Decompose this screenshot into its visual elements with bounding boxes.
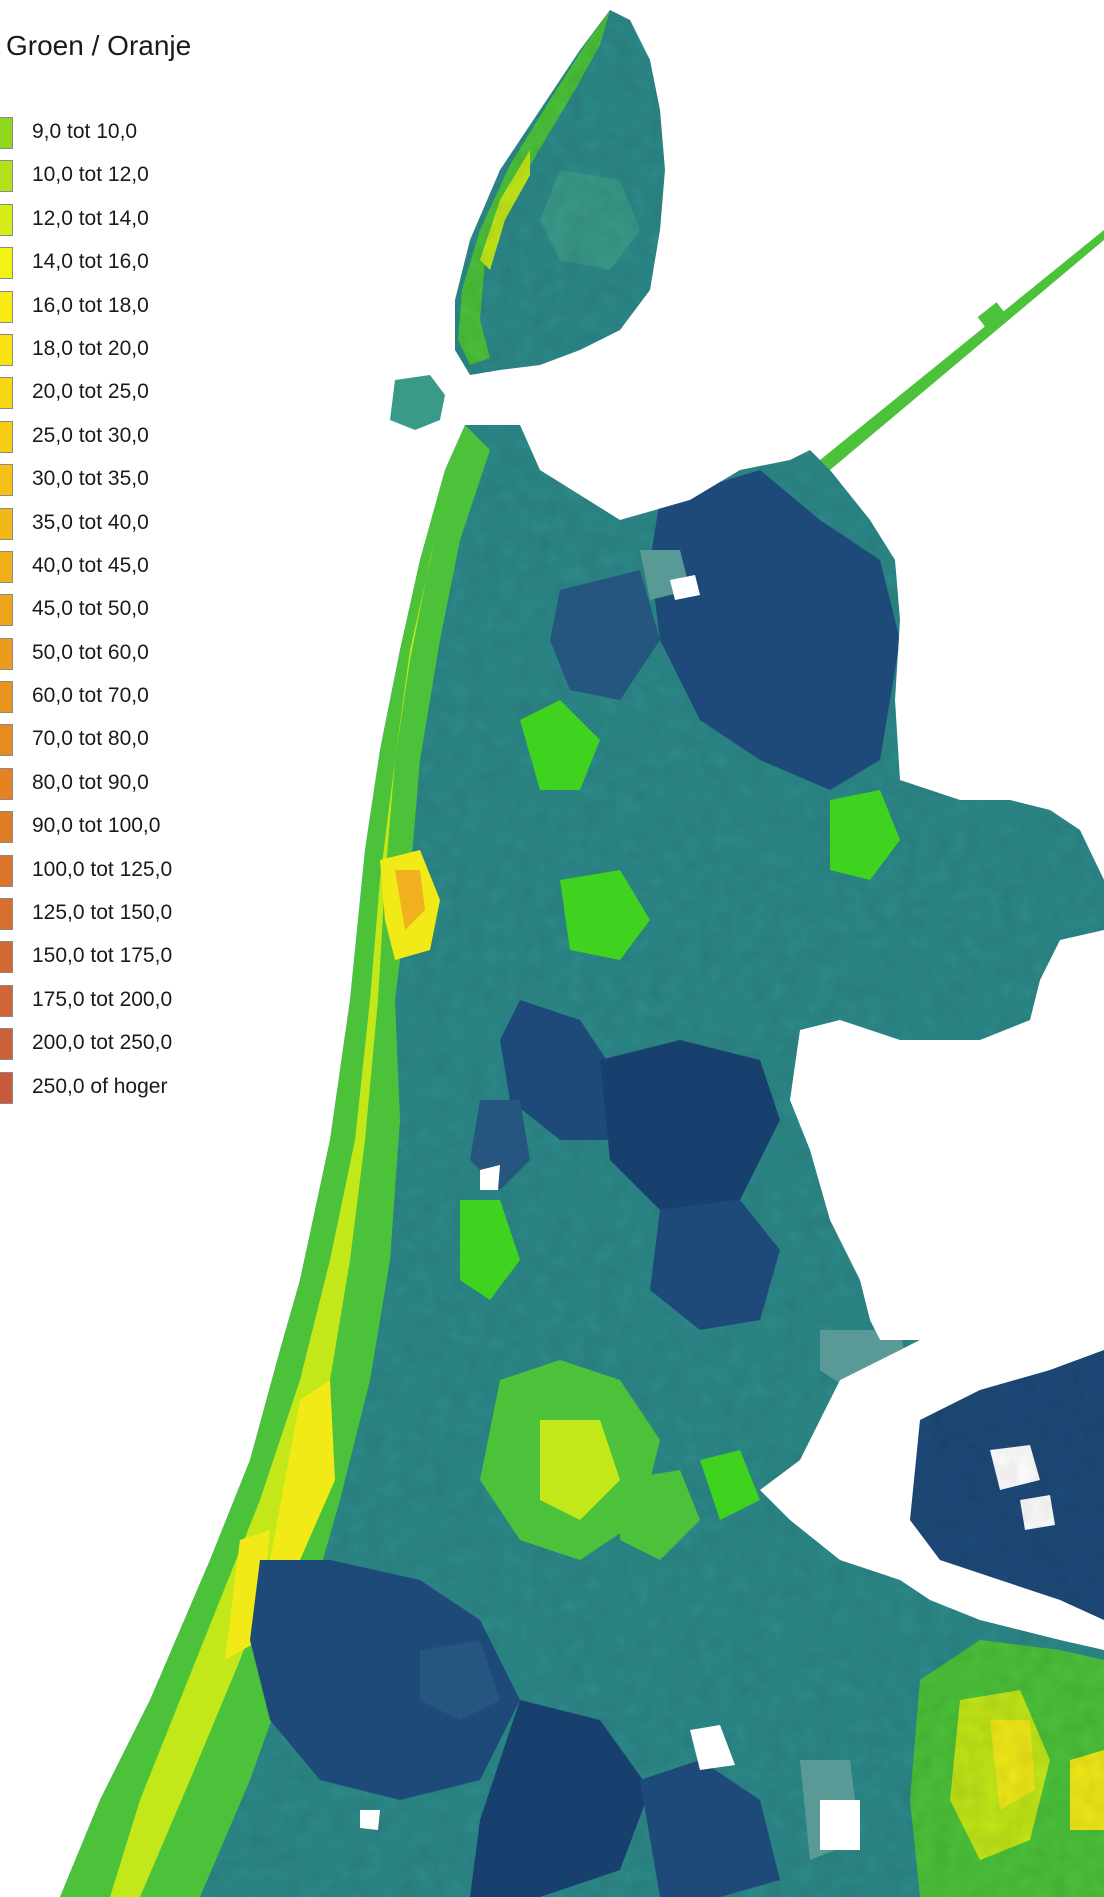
legend-item: 175,0 tot 200,0 bbox=[0, 980, 200, 1023]
legend-swatch bbox=[0, 1028, 13, 1061]
legend-swatch bbox=[0, 247, 13, 280]
legend-item: 40,0 tot 45,0 bbox=[0, 546, 200, 589]
eastern-land bbox=[910, 1350, 1104, 1897]
legend-label: 100,0 tot 125,0 bbox=[32, 857, 173, 881]
legend-label: 14,0 tot 16,0 bbox=[32, 250, 149, 274]
legend-item: 12,0 tot 14,0 bbox=[0, 199, 200, 242]
legend-item: 50,0 tot 60,0 bbox=[0, 633, 200, 676]
legend-label: 60,0 tot 70,0 bbox=[32, 684, 149, 708]
legend-label: 16,0 tot 18,0 bbox=[32, 293, 149, 317]
legend-item: 60,0 tot 70,0 bbox=[0, 676, 200, 719]
legend-label: 35,0 tot 40,0 bbox=[32, 510, 149, 534]
legend-label: 90,0 tot 100,0 bbox=[32, 814, 161, 838]
legend-swatch bbox=[0, 984, 13, 1017]
legend-item: 45,0 tot 50,0 bbox=[0, 589, 200, 632]
legend-label: 175,0 tot 200,0 bbox=[32, 987, 173, 1011]
legend-swatch bbox=[0, 464, 13, 497]
legend-item: 200,0 tot 250,0 bbox=[0, 1023, 200, 1066]
legend-title: Groen / Oranje bbox=[6, 30, 192, 61]
legend-label: 20,0 tot 25,0 bbox=[32, 380, 149, 404]
island-texel bbox=[455, 10, 665, 375]
legend-label: 12,0 tot 14,0 bbox=[32, 206, 149, 230]
legend-label: 50,0 tot 60,0 bbox=[32, 640, 149, 664]
legend-label: 200,0 tot 250,0 bbox=[32, 1031, 173, 1055]
legend-label: 40,0 tot 45,0 bbox=[32, 553, 149, 577]
legend-item: 150,0 tot 175,0 bbox=[0, 936, 200, 979]
legend-item: 14,0 tot 16,0 bbox=[0, 242, 200, 285]
legend-swatch bbox=[0, 1071, 13, 1104]
legend-swatch bbox=[0, 724, 13, 757]
legend-swatch bbox=[0, 811, 13, 844]
legend-item: 125,0 tot 150,0 bbox=[0, 893, 200, 936]
legend-swatch bbox=[0, 898, 13, 931]
legend-swatch bbox=[0, 767, 13, 800]
legend-swatch bbox=[0, 160, 13, 193]
legend-swatch bbox=[0, 854, 13, 887]
legend-item: 100,0 tot 125,0 bbox=[0, 850, 200, 893]
legend-label: 150,0 tot 175,0 bbox=[32, 944, 173, 968]
legend-item: 16,0 tot 18,0 bbox=[0, 286, 200, 329]
legend-item: 80,0 tot 90,0 bbox=[0, 763, 200, 806]
legend-swatch bbox=[0, 117, 13, 149]
legend-swatch bbox=[0, 290, 13, 323]
legend-item: 10,0 tot 12,0 bbox=[0, 155, 200, 198]
legend-item: 70,0 tot 80,0 bbox=[0, 719, 200, 762]
legend-label: 125,0 tot 150,0 bbox=[32, 901, 173, 925]
legend-item: 9,0 tot 10,0 bbox=[0, 112, 200, 155]
legend-swatch bbox=[0, 507, 13, 540]
legend-item: 35,0 tot 40,0 bbox=[0, 503, 200, 546]
legend-swatch bbox=[0, 594, 13, 627]
legend-label: 70,0 tot 80,0 bbox=[32, 727, 149, 751]
legend-item: 18,0 tot 20,0 bbox=[0, 329, 200, 372]
legend-swatch bbox=[0, 637, 13, 670]
legend-label: 25,0 tot 30,0 bbox=[32, 423, 149, 447]
legend-item: 90,0 tot 100,0 bbox=[0, 806, 200, 849]
legend-swatch bbox=[0, 333, 13, 366]
legend-swatch bbox=[0, 681, 13, 714]
legend-swatch bbox=[0, 203, 13, 236]
legend-item: 20,0 tot 25,0 bbox=[0, 372, 200, 415]
legend-swatch bbox=[0, 941, 13, 974]
legend-label: 30,0 tot 35,0 bbox=[32, 467, 149, 491]
legend-label: 9,0 tot 10,0 bbox=[32, 120, 138, 143]
legend-item: 30,0 tot 35,0 bbox=[0, 459, 200, 502]
legend-swatch bbox=[0, 550, 13, 583]
legend-swatch bbox=[0, 420, 13, 453]
legend-list: 9,0 tot 10,0 10,0 tot 12,0 12,0 tot 14,0 14… bbox=[0, 112, 200, 1110]
island-noorderhaaks bbox=[390, 375, 445, 430]
legend-label: 45,0 tot 50,0 bbox=[32, 597, 149, 621]
legend-item: 25,0 tot 30,0 bbox=[0, 416, 200, 459]
mainland bbox=[60, 425, 1104, 1897]
legend-label: 18,0 tot 20,0 bbox=[32, 336, 149, 360]
legend-label: 10,0 tot 12,0 bbox=[32, 163, 149, 187]
legend-label: 250,0 of hoger bbox=[32, 1074, 168, 1098]
legend-swatch bbox=[0, 377, 13, 410]
legend-item: 250,0 of hoger bbox=[0, 1067, 200, 1110]
legend-label: 80,0 tot 90,0 bbox=[32, 770, 149, 794]
afsluitdijk bbox=[820, 230, 1104, 470]
